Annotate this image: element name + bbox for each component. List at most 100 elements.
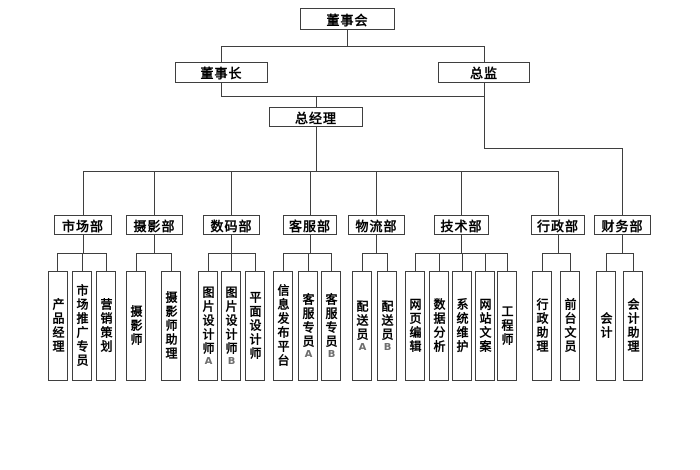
connector-line <box>136 253 172 254</box>
connector-line <box>154 235 155 253</box>
connector-line <box>606 253 634 254</box>
node-courier-b: 配送员B <box>377 271 397 381</box>
connector-line <box>347 30 348 46</box>
node-label: 总经理 <box>294 111 337 127</box>
node-label: 数码部 <box>210 219 253 235</box>
node-label: 营销策划 <box>99 298 113 354</box>
connector-line <box>310 235 311 253</box>
connector-line <box>362 253 388 254</box>
connector-line <box>485 253 486 271</box>
connector-line <box>83 171 84 215</box>
node-picture-designer-b: 图片设计师B <box>221 271 241 381</box>
node-dept-technology: 技术部 <box>434 215 489 235</box>
connector-line <box>221 46 222 62</box>
connector-line <box>283 253 332 254</box>
node-director: 总监 <box>438 62 530 83</box>
node-data-analysis: 数据分析 <box>429 271 449 381</box>
node-suffix: B <box>382 341 393 353</box>
connector-line <box>316 96 317 107</box>
node-suffix: A <box>303 348 314 360</box>
node-website-copywriter: 网站文案 <box>475 271 495 381</box>
connector-line <box>308 253 309 271</box>
connector-line <box>221 96 485 97</box>
connector-line <box>606 253 607 271</box>
node-engineer: 工程师 <box>497 271 517 381</box>
node-label: 前台文员 <box>563 298 577 354</box>
node-courier-a: 配送员A <box>352 271 372 381</box>
node-suffix: A <box>357 341 368 353</box>
connector-line <box>542 253 543 271</box>
connector-line <box>310 171 311 215</box>
node-suffix: B <box>326 348 337 360</box>
connector-line <box>622 235 623 253</box>
connector-line <box>376 235 377 253</box>
node-label: 信息发布平台 <box>276 284 290 368</box>
node-dept-administration: 行政部 <box>531 215 585 235</box>
connector-line <box>316 127 317 171</box>
node-label: 市场部 <box>61 219 104 235</box>
node-label: 客服专员 <box>324 292 338 349</box>
node-label: 工程师 <box>500 305 514 347</box>
connector-line <box>82 253 83 271</box>
node-suffix: A <box>203 355 214 367</box>
node-label: 系统维护 <box>455 298 469 354</box>
node-receptionist: 前台文员 <box>560 271 580 381</box>
connector-line <box>415 253 508 254</box>
connector-line <box>283 253 284 271</box>
connector-line <box>376 171 377 215</box>
node-label: 物流部 <box>355 219 398 235</box>
node-cs-specialist-a: 客服专员A <box>298 271 318 381</box>
node-dept-marketing: 市场部 <box>54 215 112 235</box>
node-label: 行政助理 <box>535 298 549 354</box>
connector-line <box>231 171 232 215</box>
node-chairman: 董事长 <box>175 62 268 83</box>
node-board-of-directors: 董事会 <box>300 8 395 30</box>
node-label: 网页编辑 <box>408 298 422 354</box>
connector-line <box>484 148 623 149</box>
connector-line <box>208 253 209 271</box>
connector-line <box>154 171 155 215</box>
node-accountant: 会计 <box>596 271 616 381</box>
node-label: 摄影师 <box>129 305 143 347</box>
node-cs-specialist-b: 客服专员B <box>321 271 341 381</box>
connector-line <box>106 253 107 271</box>
connector-line <box>331 253 332 271</box>
node-label: 财务部 <box>601 219 644 235</box>
connector-line <box>622 148 623 215</box>
node-label: 图片设计师 <box>224 285 238 356</box>
node-general-manager: 总经理 <box>269 107 363 127</box>
node-label: 会计 <box>599 312 613 340</box>
node-dept-customer-service: 客服部 <box>283 215 337 235</box>
connector-line <box>484 46 485 62</box>
connector-line <box>221 46 485 47</box>
connector-line <box>255 253 256 271</box>
connector-line <box>558 235 559 253</box>
node-photographer-assistant: 摄影师助理 <box>161 271 181 381</box>
connector-line <box>461 235 462 253</box>
node-admin-assistant: 行政助理 <box>532 271 552 381</box>
connector-line <box>136 253 137 271</box>
node-label: 配送员 <box>355 299 369 342</box>
node-marketing-promotion-specialist: 市场推广专员 <box>72 271 92 381</box>
node-dept-photography: 摄影部 <box>126 215 183 235</box>
node-label: 行政部 <box>536 219 579 235</box>
connector-line <box>171 253 172 271</box>
connector-line <box>362 253 363 271</box>
connector-line <box>83 171 558 172</box>
node-graphic-designer: 平面设计师 <box>245 271 265 381</box>
node-label: 配送员 <box>380 299 394 342</box>
node-photographer: 摄影师 <box>126 271 146 381</box>
node-dept-logistics: 物流部 <box>348 215 405 235</box>
connector-line <box>415 253 416 271</box>
node-label: 市场推广专员 <box>75 284 89 368</box>
node-marketing-planning: 营销策划 <box>96 271 116 381</box>
node-label: 技术部 <box>440 219 483 235</box>
node-label: 网站文案 <box>478 298 492 354</box>
node-info-release-platform: 信息发布平台 <box>273 271 293 381</box>
node-label: 摄影部 <box>133 219 176 235</box>
connector-line <box>484 83 485 148</box>
connector-line <box>439 253 440 271</box>
node-product-manager: 产品经理 <box>48 271 68 381</box>
node-label: 客服部 <box>288 219 331 235</box>
node-label: 摄影师助理 <box>164 291 178 361</box>
